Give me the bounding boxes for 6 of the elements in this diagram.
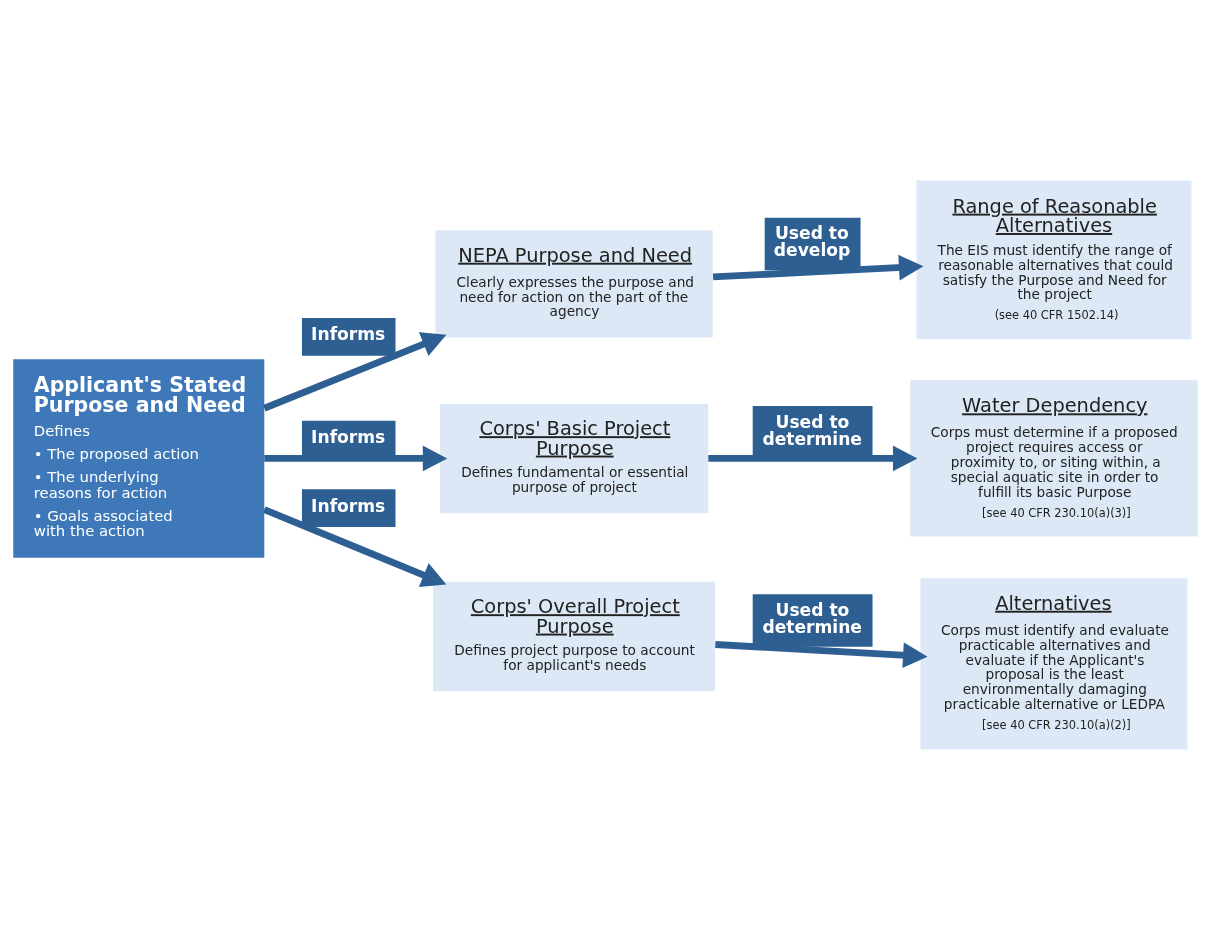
edge-label: Informs: [311, 495, 386, 516]
edge-label: Informs: [311, 427, 386, 448]
edge-label: Informs: [311, 324, 386, 345]
edge-label: Used to determine: [762, 599, 862, 638]
edge-label: Used to determine: [762, 411, 862, 449]
edge-label: Used to develop: [773, 223, 851, 261]
